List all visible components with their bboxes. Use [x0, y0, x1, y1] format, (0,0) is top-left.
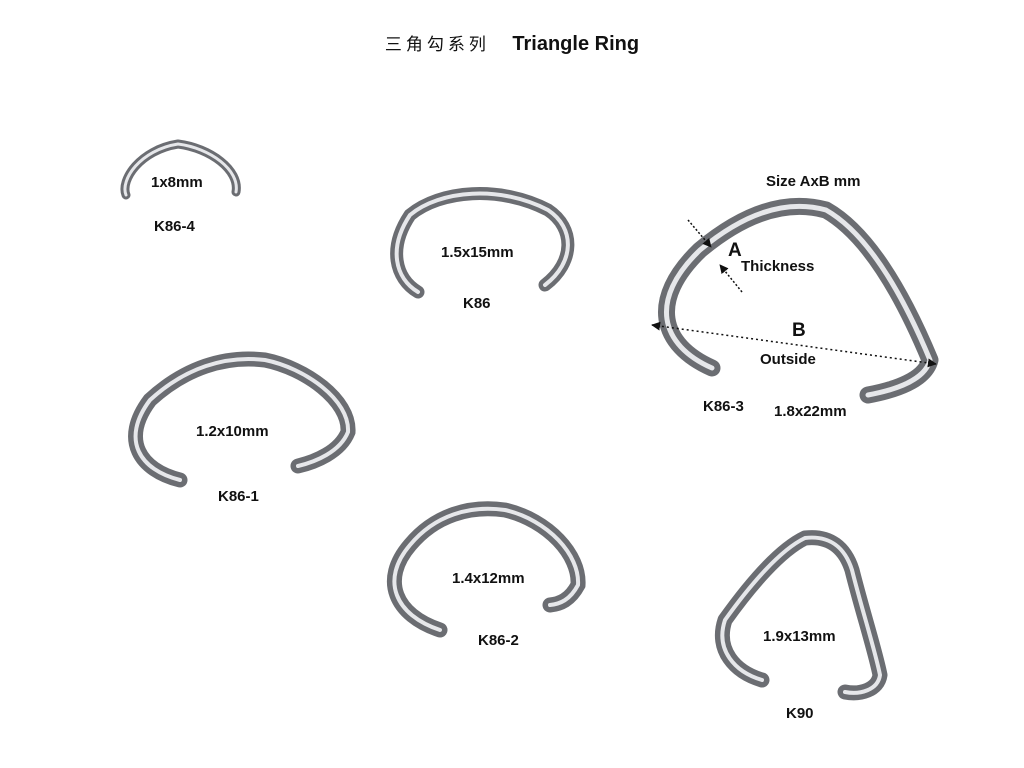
page-title: 三角勾系列 Triangle Ring	[0, 30, 1024, 56]
dimension-arrows	[651, 219, 937, 368]
title-chinese: 三角勾系列	[384, 35, 490, 55]
legend-b: B	[792, 320, 806, 341]
ring-k86	[390, 187, 575, 299]
code-k86-4: K86-4	[154, 218, 195, 235]
title-english: Triangle Ring	[512, 33, 640, 55]
code-k86-2: K86-2	[478, 632, 519, 649]
legend-thickness: Thickness	[741, 258, 815, 275]
size-k86-2: 1.4x12mm	[452, 570, 525, 587]
size-k86-1: 1.2x10mm	[196, 423, 269, 440]
ring-k90	[714, 530, 888, 701]
ring-k86-1	[128, 351, 356, 488]
code-k86-3: K86-3	[703, 398, 744, 415]
code-k86: K86	[463, 295, 491, 312]
size-k90: 1.9x13mm	[763, 628, 836, 645]
size-k86-3: 1.8x22mm	[774, 403, 847, 420]
code-k86-1: K86-1	[218, 488, 259, 505]
code-k90: K90	[786, 705, 814, 722]
legend-outside: Outside	[760, 351, 816, 368]
ring-k86-2	[386, 501, 586, 638]
size-k86-4: 1x8mm	[151, 174, 203, 191]
size-k86: 1.5x15mm	[441, 244, 514, 261]
legend-size: Size AxB mm	[766, 173, 861, 190]
ring-k86-4	[120, 139, 241, 200]
legend-a: A	[728, 240, 742, 261]
